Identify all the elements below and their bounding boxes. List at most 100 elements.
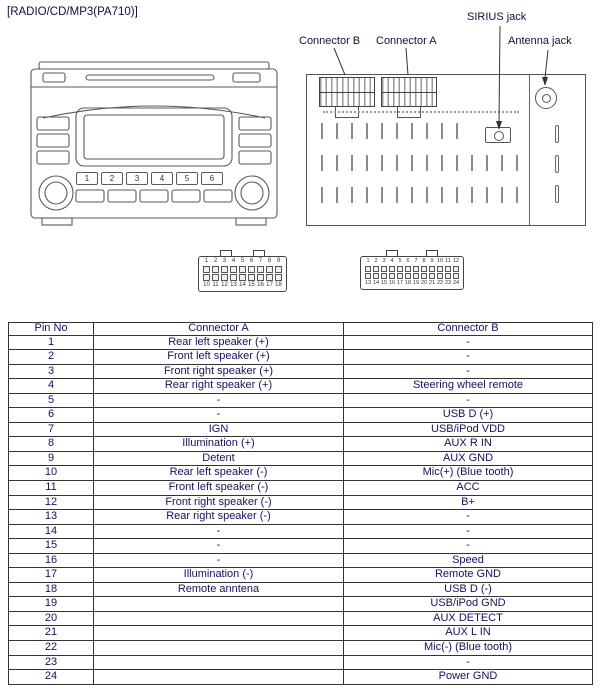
pin-contact xyxy=(230,266,237,273)
connector-b-cell: USB/iPod GND xyxy=(343,596,593,612)
pin-no-cell: 22 xyxy=(8,640,94,656)
connector-a-cell: - xyxy=(93,392,344,409)
antenna-jack xyxy=(535,87,557,109)
pin-no-cell: 11 xyxy=(8,480,94,496)
radio-front-view-drawing xyxy=(30,61,278,226)
pin-no-cell: 21 xyxy=(8,625,94,642)
pin-no-cell: 9 xyxy=(8,450,94,467)
connector-b-cell: - xyxy=(343,509,593,525)
pin-contact xyxy=(389,266,395,272)
pin-contact xyxy=(365,273,371,279)
pin-number: 2 xyxy=(374,258,378,264)
pin-number: 9 xyxy=(430,258,434,264)
pin-number: 3 xyxy=(222,258,227,264)
connector-a-callout-label: Connector A xyxy=(376,35,437,47)
pin-number: 12 xyxy=(221,282,228,288)
connector-a-cell: Rear right speaker (+) xyxy=(93,378,344,394)
pin-number: 11 xyxy=(445,258,451,264)
pin-number: 14 xyxy=(239,282,246,288)
pin-contact xyxy=(221,266,228,273)
pin-contact xyxy=(381,266,387,272)
pin-number: 15 xyxy=(248,282,255,288)
pin-no-cell: 10 xyxy=(8,465,94,482)
pin-number: 22 xyxy=(437,280,444,286)
connector-a-header: Connector A xyxy=(93,322,344,336)
pin-contact xyxy=(239,266,246,273)
connector-a-cell: Illumination (-) xyxy=(93,567,344,583)
pin-number: 19 xyxy=(413,280,420,286)
connector-b-cell: AUX L IN xyxy=(343,625,593,642)
connector-b-cell: B+ xyxy=(343,494,593,511)
pin-number: 17 xyxy=(266,282,273,288)
connector-a-cell: - xyxy=(93,552,344,569)
preset-button: 4 xyxy=(151,172,173,185)
pin-number: 4 xyxy=(231,258,236,264)
sirius-jack xyxy=(485,127,511,143)
pin-contact xyxy=(257,274,264,281)
antenna-jack-callout-label: Antenna jack xyxy=(508,35,572,47)
pin-number: 2 xyxy=(213,258,218,264)
pin-number: 9 xyxy=(276,258,281,264)
connector-b-cell: Steering wheel remote xyxy=(343,378,593,394)
pin-contact xyxy=(453,266,459,272)
pin-number: 12 xyxy=(453,258,460,264)
connector-b-cell: USB D (+) xyxy=(343,407,593,423)
pin-contact xyxy=(421,273,427,279)
pin-contact-row xyxy=(365,273,459,279)
table-row: 23- xyxy=(8,654,593,671)
display-screen xyxy=(83,114,225,160)
pin-no-cell: 2 xyxy=(8,349,94,365)
pin-contact xyxy=(453,273,459,279)
pin-contact xyxy=(413,266,419,272)
connector-b-cell: - xyxy=(343,392,593,409)
pin-number: 18 xyxy=(275,282,282,288)
pin-contact xyxy=(405,266,411,272)
pin-contact xyxy=(365,266,371,272)
vent-holes-row xyxy=(323,111,519,113)
tune-knob xyxy=(234,175,270,211)
pin-contact xyxy=(381,273,387,279)
pin-contact xyxy=(389,273,395,279)
pin-no-cell: 15 xyxy=(8,538,94,554)
pin-no-cell: 20 xyxy=(8,610,94,627)
pin-no-cell: 17 xyxy=(8,567,94,583)
preset-button: 5 xyxy=(176,172,198,185)
pin-no-cell: 7 xyxy=(8,421,94,438)
pin-contact xyxy=(275,274,282,281)
pin-number: 14 xyxy=(373,280,380,286)
connector-a-socket xyxy=(381,77,437,107)
pin-contact xyxy=(397,266,403,272)
display-bezel xyxy=(75,107,233,167)
rear-bracket-divider xyxy=(529,75,530,225)
connector-a-cell xyxy=(93,669,344,685)
pin-contact xyxy=(413,273,419,279)
pin-number: 7 xyxy=(258,258,263,264)
connector-a-cell xyxy=(93,610,344,627)
pin-no-cell: 24 xyxy=(8,669,94,685)
pin-no-cell: 14 xyxy=(8,523,94,540)
table-row: 5-- xyxy=(8,392,593,409)
table-header-row: Pin No Connector A Connector B xyxy=(8,322,593,336)
connector-a-cell: Rear right speaker (-) xyxy=(93,509,344,525)
pin-number: 5 xyxy=(398,258,402,264)
volume-knob xyxy=(38,175,74,211)
pin-number: 20 xyxy=(421,280,428,286)
connector-a-cell: Illumination (+) xyxy=(93,436,344,452)
pin-number: 1 xyxy=(204,258,209,264)
preset-button: 3 xyxy=(126,172,148,185)
connector-b-cell: - xyxy=(343,538,593,554)
pin-contact xyxy=(203,274,210,281)
connector-b-cell: - xyxy=(343,654,593,671)
pin-number: 21 xyxy=(429,280,436,286)
